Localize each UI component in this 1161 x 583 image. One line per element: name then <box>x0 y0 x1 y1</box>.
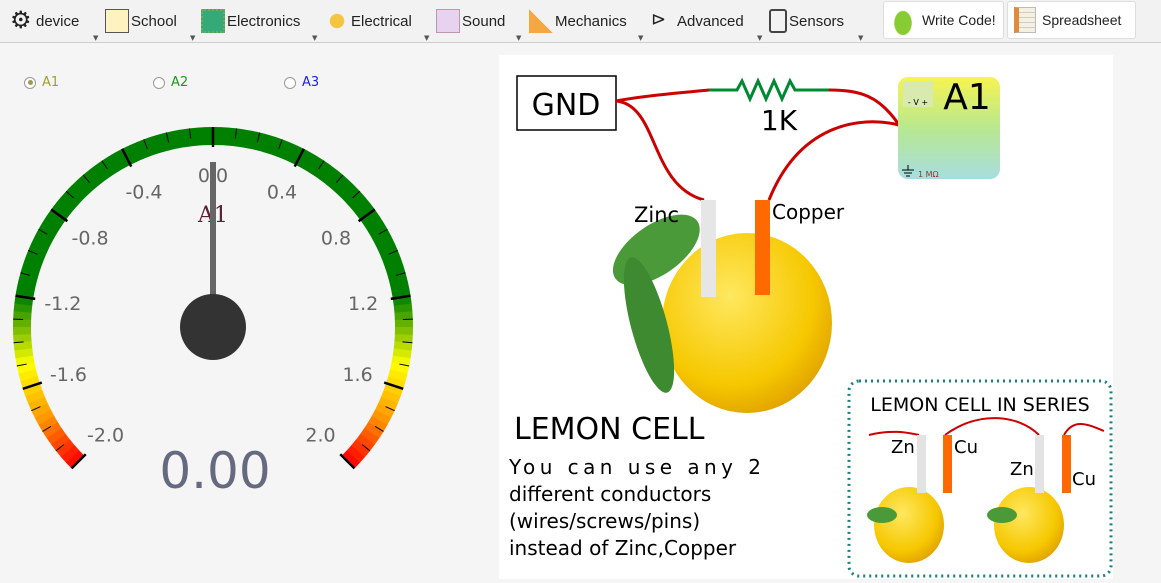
gauge-tick-label: -1.6 <box>50 364 87 386</box>
gauge-tick-label: 0.4 <box>267 182 297 204</box>
cu-label: Cu <box>1072 469 1096 490</box>
series-title: LEMON CELL IN SERIES <box>870 394 1089 416</box>
electrical-dropdown[interactable]: ▼ <box>424 34 429 42</box>
speaker-icon <box>436 9 460 33</box>
resistor-label: 1K <box>761 104 798 137</box>
cu-label: Cu <box>954 437 978 458</box>
gauge-tick-label: -1.2 <box>44 293 81 315</box>
gauge-arc-segment <box>197 127 206 145</box>
sound-menu[interactable]: Sound <box>436 6 505 36</box>
description-line: instead of Zinc,Copper <box>509 536 737 560</box>
advanced-dropdown[interactable]: ▼ <box>757 34 762 42</box>
description-line: different conductors <box>509 482 711 506</box>
meter-label: A1 <box>943 77 991 118</box>
zinc-electrode <box>1035 435 1044 493</box>
sensor-icon <box>769 9 787 33</box>
device-dropdown[interactable]: ▼ <box>93 34 98 42</box>
robot-icon <box>325 9 349 33</box>
gnd-label: GND <box>532 88 601 123</box>
copper-label: Copper <box>772 200 845 224</box>
bulb-board-icon <box>105 9 129 33</box>
description: You can use any 2 different conductors (… <box>508 455 761 560</box>
wire <box>829 90 899 125</box>
device-menu[interactable]: ⚙device <box>10 6 79 36</box>
leaf <box>987 507 1017 523</box>
lemon <box>874 487 944 563</box>
circuit-illustration: GND 1K - V + A1 1 MΩ Zinc Copper LEMON C… <box>499 55 1113 579</box>
meter-v-label: - V + <box>908 98 928 107</box>
resistor-symbol <box>709 81 829 99</box>
school-menu[interactable]: School <box>105 6 177 36</box>
sensors-menu[interactable]: Sensors <box>769 6 844 36</box>
logic-gate-icon: ⊳ <box>651 9 675 33</box>
leaf <box>867 507 897 523</box>
gauge-needle <box>210 162 216 302</box>
write-code-button[interactable]: Write Code! <box>883 1 1004 39</box>
gauge-arc-segment <box>395 319 413 327</box>
electronics-menu[interactable]: Electronics <box>201 6 300 36</box>
copper-electrode <box>755 200 770 295</box>
voltmeter-gauge: -2.0-1.6-1.2-0.8-0.40.00.40.81.21.62.0 A… <box>0 50 430 570</box>
advanced-menu[interactable]: ⊳Advanced <box>651 6 744 36</box>
gauge-arc-segment <box>395 327 413 335</box>
zinc-electrode <box>701 200 716 297</box>
meter-resistance: 1 MΩ <box>918 170 939 179</box>
spreadsheet-icon <box>1014 7 1036 33</box>
gauge-tick-label: 2.0 <box>305 424 335 446</box>
gauge-readout: 0.00 <box>159 442 270 500</box>
copper-electrode <box>1062 435 1071 493</box>
zinc-label: Zinc <box>634 203 679 227</box>
gauge-tick-label: 1.2 <box>348 293 378 315</box>
zn-label: Zn <box>1010 459 1034 480</box>
needle-hub <box>180 294 246 360</box>
sensors-dropdown[interactable]: ▼ <box>858 34 863 42</box>
copper-electrode <box>943 435 952 493</box>
school-dropdown[interactable]: ▼ <box>190 34 195 42</box>
gauge-tick-label: -2.0 <box>87 424 124 446</box>
gauge-tick-label: -0.4 <box>125 182 162 204</box>
mechanics-menu[interactable]: Mechanics <box>529 6 627 36</box>
needle-shaft <box>210 162 216 302</box>
incline-icon <box>529 9 553 33</box>
gauge-tick-label: 0.8 <box>321 228 351 250</box>
lemon <box>662 233 832 413</box>
python-icon <box>890 5 916 35</box>
lemon <box>994 487 1064 563</box>
diagram-title: LEMON CELL <box>514 412 705 447</box>
zn-label: Zn <box>891 437 915 458</box>
electronics-dropdown[interactable]: ▼ <box>312 34 317 42</box>
description-line: You can use any 2 <box>508 455 761 479</box>
gauge-arc-segment <box>13 327 31 335</box>
toolbar: ⚙device ▼ School ▼ Electronics ▼ Electri… <box>0 0 1161 43</box>
wire-zinc <box>616 101 704 200</box>
wire <box>616 90 709 101</box>
lemon-cell-diagram: GND 1K - V + A1 1 MΩ Zinc Copper LEMON C… <box>499 55 1113 579</box>
description-line: (wires/screws/pins) <box>509 509 700 533</box>
chip-icon <box>201 9 225 33</box>
zinc-electrode <box>917 435 926 493</box>
spreadsheet-button[interactable]: Spreadsheet <box>1007 1 1136 39</box>
electrical-menu[interactable]: Electrical <box>325 6 412 36</box>
sound-dropdown[interactable]: ▼ <box>516 34 521 42</box>
mechanics-dropdown[interactable]: ▼ <box>638 34 643 42</box>
gear-icon: ⚙ <box>10 9 34 33</box>
gauge-tick-label: 1.6 <box>342 364 372 386</box>
gauge-arc-segment <box>13 334 31 343</box>
gauge-tick-label: -0.8 <box>71 228 108 250</box>
